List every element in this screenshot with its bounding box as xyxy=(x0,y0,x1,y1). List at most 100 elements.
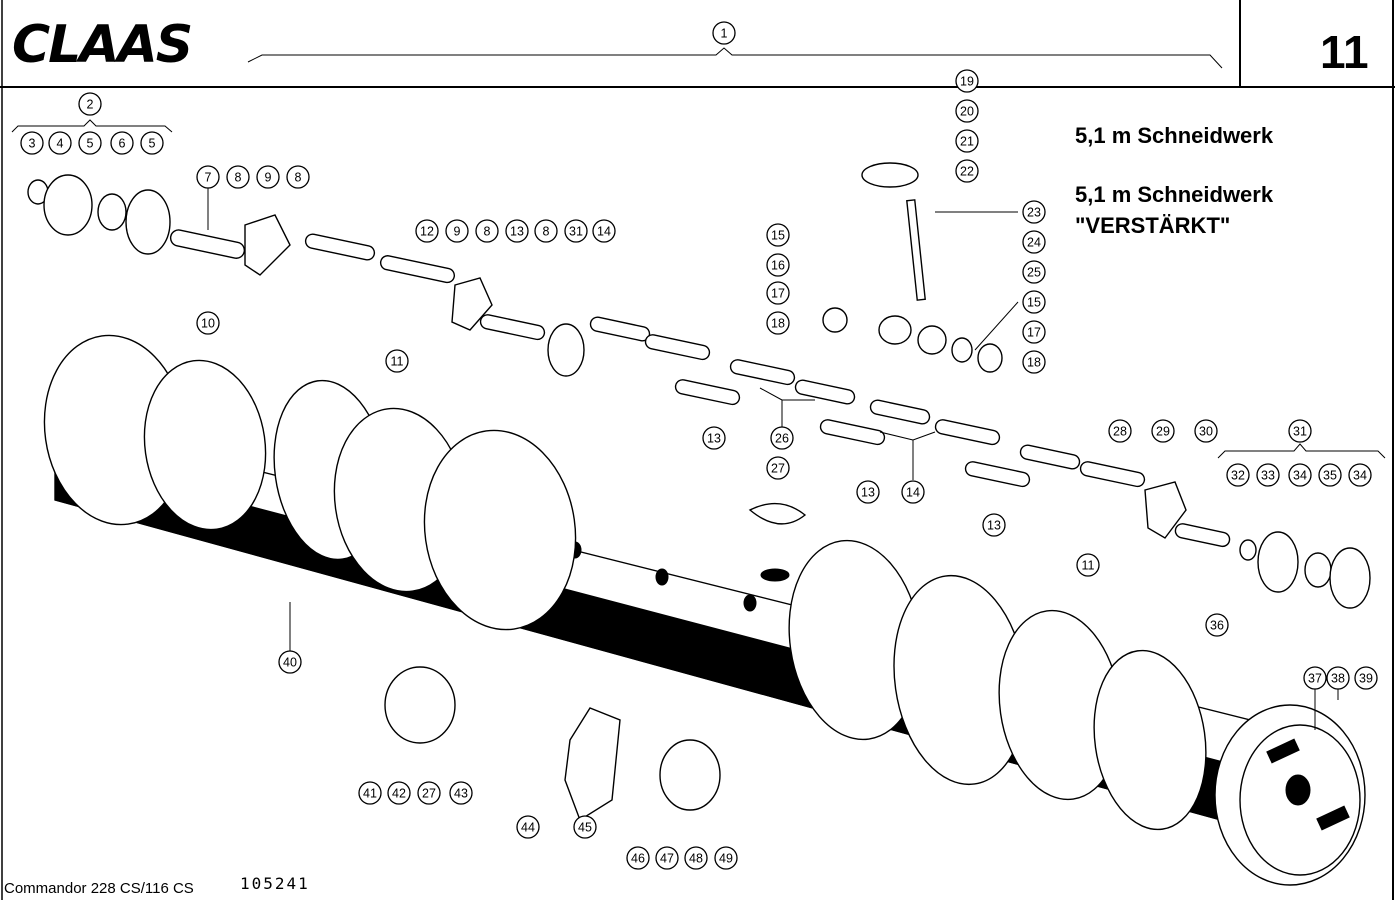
callout-13: 13 xyxy=(702,426,726,450)
callout-19: 19 xyxy=(955,69,979,93)
callout-number: 16 xyxy=(771,259,785,273)
callout-number: 1 xyxy=(721,27,728,41)
callout-circle xyxy=(196,311,220,335)
callout-circle xyxy=(505,219,529,243)
callout-circle xyxy=(445,219,469,243)
callout-circle xyxy=(256,165,280,189)
callout-circle xyxy=(1354,666,1378,690)
callout-number: 35 xyxy=(1323,469,1337,483)
callout-number: 4 xyxy=(57,137,64,151)
callout-number: 27 xyxy=(422,787,436,801)
callout-circle xyxy=(1022,320,1046,344)
callout-2: 2 xyxy=(78,92,102,116)
callout-11: 11 xyxy=(1076,553,1100,577)
callout-13: 13 xyxy=(856,480,880,504)
callout-number: 10 xyxy=(201,317,215,331)
callout-4: 4 xyxy=(48,131,72,155)
caption-standard: 5,1 m Schneidwerk xyxy=(1075,123,1274,148)
callout-circle xyxy=(684,846,708,870)
callout-number: 41 xyxy=(363,787,377,801)
callout-28: 28 xyxy=(1108,419,1132,443)
callout-number: 27 xyxy=(771,462,785,476)
callout-circle xyxy=(417,781,441,805)
callout-circle xyxy=(901,480,925,504)
callout-circle xyxy=(955,99,979,123)
callout-number: 39 xyxy=(1359,672,1373,686)
callout-3: 3 xyxy=(20,131,44,155)
callout-circle xyxy=(766,311,790,335)
callout-circle xyxy=(1076,553,1100,577)
callout-circle xyxy=(955,69,979,93)
callout-12: 12 xyxy=(415,219,439,243)
callout-15: 15 xyxy=(766,223,790,247)
callout-38: 38 xyxy=(1326,666,1350,690)
callout-circle xyxy=(475,219,499,243)
callout-9: 9 xyxy=(445,219,469,243)
callout-circle xyxy=(1303,666,1327,690)
callout-27: 27 xyxy=(417,781,441,805)
callout-number: 14 xyxy=(906,486,920,500)
callout-number: 38 xyxy=(1331,672,1345,686)
caption-reinforced: 5,1 m Schneidwerk xyxy=(1075,182,1274,207)
callout-31: 31 xyxy=(1288,419,1312,443)
callout-number: 8 xyxy=(295,171,302,185)
callout-circle xyxy=(534,219,558,243)
callout-number: 23 xyxy=(1027,206,1041,220)
callout-circle xyxy=(278,650,302,674)
callout-33: 33 xyxy=(1256,463,1280,487)
callout-number: 25 xyxy=(1027,266,1041,280)
callout-number: 48 xyxy=(689,852,703,866)
callout-number: 8 xyxy=(484,225,491,239)
callout-31: 31 xyxy=(564,219,588,243)
callout-number: 13 xyxy=(510,225,524,239)
callout-circle xyxy=(358,781,382,805)
callout-circle xyxy=(78,131,102,155)
callout-number: 11 xyxy=(391,355,404,369)
callout-circle xyxy=(415,219,439,243)
callout-circle xyxy=(573,815,597,839)
callout-number: 47 xyxy=(660,852,674,866)
callout-circle xyxy=(655,846,679,870)
callout-42: 42 xyxy=(387,781,411,805)
callout-21: 21 xyxy=(955,129,979,153)
callout-number: 2 xyxy=(87,98,94,112)
callout-circle xyxy=(110,131,134,155)
callout-number: 49 xyxy=(719,852,733,866)
callout-14: 14 xyxy=(901,480,925,504)
callout-number: 7 xyxy=(205,171,212,185)
callout-number: 13 xyxy=(987,519,1001,533)
callout-9: 9 xyxy=(256,165,280,189)
callout-8: 8 xyxy=(534,219,558,243)
auger-flight-right xyxy=(788,539,1207,831)
callout-circle xyxy=(48,131,72,155)
callout-circle xyxy=(1205,613,1229,637)
callout-circle xyxy=(1022,260,1046,284)
callout-40: 40 xyxy=(278,650,302,674)
callout-number: 11 xyxy=(1082,559,1095,573)
callout-37: 37 xyxy=(1303,666,1327,690)
assembly-bracket-31 xyxy=(1217,443,1386,459)
callout-13: 13 xyxy=(505,219,529,243)
callout-41: 41 xyxy=(358,781,382,805)
callout-circle xyxy=(714,846,738,870)
callout-46: 46 xyxy=(626,846,650,870)
callout-circle xyxy=(449,781,473,805)
callout-1: 1 xyxy=(712,21,736,45)
callout-34: 34 xyxy=(1348,463,1372,487)
callout-number: 45 xyxy=(578,821,592,835)
callout-17: 17 xyxy=(1022,320,1046,344)
callout-45: 45 xyxy=(573,815,597,839)
drive-shafts xyxy=(169,229,1231,548)
callout-5: 5 xyxy=(140,131,164,155)
callout-circle xyxy=(766,281,790,305)
callout-circle xyxy=(387,781,411,805)
callout-35: 35 xyxy=(1318,463,1342,487)
callout-number: 17 xyxy=(771,287,785,301)
callout-circle xyxy=(712,21,736,45)
callout-number: 15 xyxy=(1027,296,1041,310)
callout-26: 26 xyxy=(770,426,794,450)
callout-number: 42 xyxy=(392,787,406,801)
callout-number: 19 xyxy=(960,75,974,89)
callout-27: 27 xyxy=(766,456,790,480)
assembly-bracket-1 xyxy=(247,47,1223,69)
